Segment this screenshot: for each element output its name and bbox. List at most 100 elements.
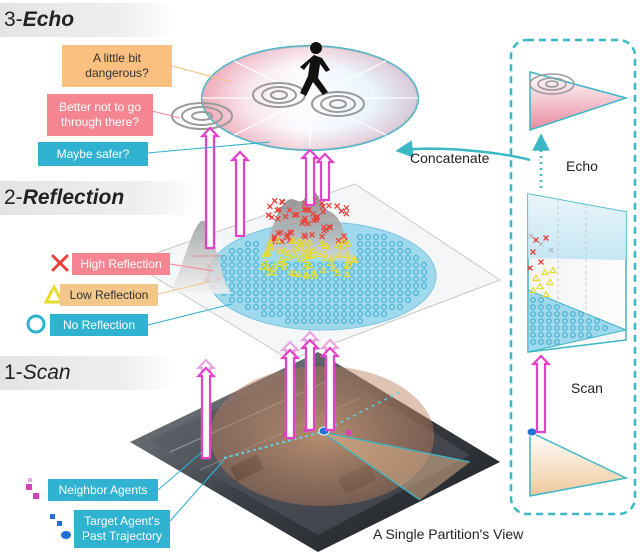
no-reflection-dot [413, 269, 419, 275]
no-reflection-dot [538, 304, 544, 310]
partition-echo-label: Echo [566, 158, 598, 174]
no-reflection-dot [285, 276, 291, 282]
low-reflection-mark [309, 246, 318, 253]
no-reflection-dot [578, 332, 584, 338]
no-reflection-dot [397, 290, 403, 296]
no-reflection-dot [357, 234, 363, 240]
no-reflection-dot [570, 318, 576, 324]
low-reflection-mark [334, 241, 342, 248]
no-reflection-dot [373, 262, 379, 268]
no-reflection-dot [229, 297, 235, 303]
no-reflection-dot [381, 269, 387, 275]
low-reflection-mark [259, 263, 267, 271]
no-reflection-dot [389, 241, 395, 247]
no-reflection-dot [357, 248, 363, 254]
low-reflection-mark [280, 258, 288, 266]
no-reflection-dot [349, 283, 355, 289]
low-reflection-mark [545, 278, 555, 286]
no-reflection-dot [341, 318, 347, 324]
low-reflection-mark [266, 242, 274, 249]
no-reflection-dot [413, 255, 419, 261]
low-reflection-mark [276, 247, 284, 254]
low-reflection-mark [297, 244, 305, 251]
no-reflection-dot [261, 290, 267, 296]
no-reflection-dot [421, 283, 427, 289]
no-reflection-dot [261, 311, 267, 317]
no-reflection-dot [405, 283, 411, 289]
low-reflection-mark [328, 253, 337, 261]
partition-scan-arrow [530, 354, 552, 434]
scan-to-reflection-arrow [195, 366, 217, 460]
no-reflection-dot [285, 318, 291, 324]
low-reflection-mark [291, 251, 299, 258]
single-partition-view [395, 38, 637, 516]
no-reflection-dot [538, 318, 544, 324]
no-reflection-dot [253, 283, 259, 289]
no-reflection-dot [546, 304, 552, 310]
no-reflection-dot [405, 290, 411, 296]
concatenate-arrow [395, 140, 531, 162]
no-reflection-dot [554, 332, 560, 338]
no-reflection-dot [365, 297, 371, 303]
no-reflection-dot [325, 283, 331, 289]
low-reflection-mark [315, 250, 324, 258]
no-reflection-dot [381, 276, 387, 282]
no-reflection-dot [325, 304, 331, 310]
no-reflection-dot [285, 283, 291, 289]
concatenate-label: Concatenate [410, 150, 490, 166]
low-reflection-mark [264, 262, 272, 270]
no-reflection-dot [357, 318, 363, 324]
no-reflection-dot [530, 297, 536, 303]
no-reflection-dot [245, 297, 251, 303]
no-reflection-dot [309, 304, 315, 310]
callout-dangerous: A little bit dangerous? [62, 45, 172, 87]
no-reflection-dot [365, 234, 371, 240]
no-reflection-dot [269, 311, 275, 317]
no-reflection-dot [269, 290, 275, 296]
no-reflection-dot [325, 311, 331, 317]
low-reflection-mark [548, 266, 558, 274]
no-reflection-dot [245, 248, 251, 254]
no-reflection-dot [389, 248, 395, 254]
no-reflection-dot [357, 311, 363, 317]
no-reflection-dot [253, 241, 259, 247]
low-reflection-mark [280, 246, 288, 254]
no-reflection-dot [546, 311, 552, 317]
no-reflection-dot [325, 290, 331, 296]
no-reflection-dot [586, 318, 592, 324]
low-reflection-mark [295, 237, 304, 245]
low-reflection-mark [291, 244, 299, 252]
no-reflection-dot [389, 276, 395, 282]
no-reflection-dot [293, 304, 299, 310]
no-reflection-dot [237, 283, 243, 289]
no-reflection-dot [261, 276, 267, 282]
low-reflection-mark [344, 256, 352, 264]
low-reflection-mark [285, 253, 293, 261]
partition-scan-label: Scan [571, 380, 603, 396]
no-reflection-dot [317, 283, 323, 289]
no-reflection-dot [389, 283, 395, 289]
no-reflection-dot [277, 297, 283, 303]
low-reflection-mark [296, 254, 305, 262]
no-reflection-dot [586, 325, 592, 331]
no-reflection-dot [530, 325, 536, 331]
no-reflection-dot [546, 325, 552, 331]
high-reflection-markers [203, 197, 350, 290]
no-reflection-dot [365, 262, 371, 268]
no-reflection-dot [221, 255, 227, 261]
low-reflection-mark [323, 242, 331, 250]
low-reflection-mark [306, 261, 314, 269]
partition-caption: A Single Partition's View [373, 526, 524, 542]
scan-wedge [529, 430, 629, 497]
low-reflection-mark [306, 252, 314, 259]
scan-to-reflection-arrow [319, 346, 341, 432]
low-reflection-mark [343, 270, 351, 278]
reflection-to-echo-arrow [199, 126, 221, 250]
no-reflection-dot [261, 283, 267, 289]
stage-name: Scan [22, 361, 71, 384]
low-reflection-mark [300, 238, 309, 246]
no-reflection-dot [405, 262, 411, 268]
no-reflection-dot [397, 262, 403, 268]
no-reflection-dot [245, 304, 251, 310]
